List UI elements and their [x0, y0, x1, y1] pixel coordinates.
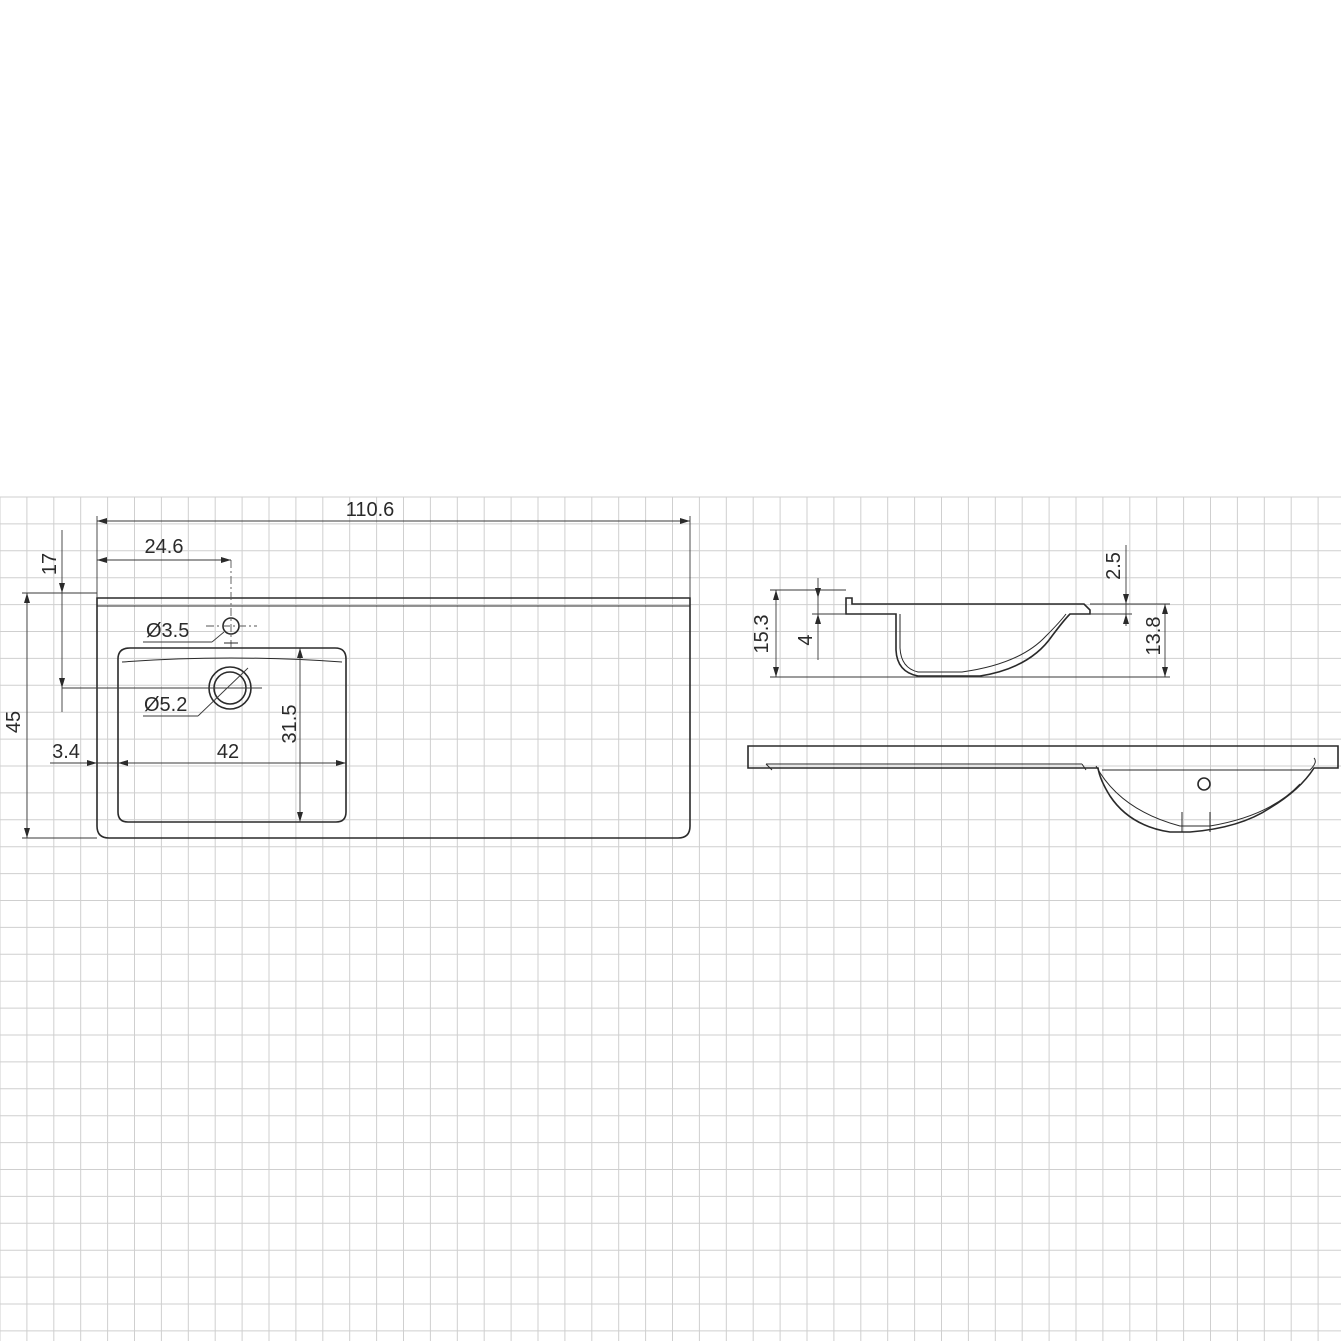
arrow	[24, 828, 30, 838]
arrow	[680, 518, 690, 524]
label-left-margin: 3.4	[52, 741, 80, 763]
front-shelf-end	[1081, 763, 1087, 771]
arrow	[97, 557, 107, 563]
arrow	[1123, 614, 1129, 624]
arrow	[773, 667, 779, 677]
arrow	[815, 614, 821, 624]
arrow	[59, 583, 65, 593]
arrow	[1123, 594, 1129, 604]
label-overall-width: 110.6	[346, 499, 395, 521]
arrow	[297, 812, 303, 822]
front-bowl-rim	[1102, 757, 1316, 771]
arrow	[815, 588, 821, 598]
arrow	[59, 678, 65, 688]
arrow	[297, 648, 303, 658]
front-bowl-inner	[1095, 765, 1301, 827]
side-view: 15.3 4 2.5 13.8	[751, 545, 1170, 678]
label-bowl-depth: 31.5	[279, 705, 301, 744]
arrow	[221, 557, 231, 563]
label-side-total: 15.3	[751, 615, 773, 654]
side-profile	[845, 597, 1091, 677]
top-view: 110.6 24.6 Ø3.5 Ø5.2 3.4 42 31.5 45	[3, 499, 691, 839]
label-overall-depth: 45	[3, 711, 25, 733]
arrow	[1162, 667, 1168, 677]
leader-tap	[211, 631, 225, 643]
countertop-outline	[96, 597, 691, 839]
label-side-bowl: 13.8	[1143, 617, 1165, 656]
grid	[0, 496, 1341, 1341]
basin-bowl	[117, 647, 347, 823]
label-tap-offset: 24.6	[145, 536, 184, 558]
front-view	[747, 745, 1339, 833]
label-drain-from-back: 17	[39, 553, 61, 575]
arrow	[24, 593, 30, 603]
label-side-splash: 2.5	[1103, 552, 1125, 580]
arrow	[773, 590, 779, 600]
basin-rim-line	[121, 657, 343, 663]
label-side-rim: 4	[795, 634, 817, 645]
label-drain-diameter: Ø5.2	[144, 694, 187, 716]
label-bowl-width: 42	[217, 741, 239, 763]
arrow	[336, 760, 346, 766]
side-bowl-inner	[899, 613, 1067, 673]
leader-drain	[197, 667, 249, 717]
front-profile	[747, 745, 1339, 833]
label-tap-diameter: Ø3.5	[146, 620, 189, 642]
arrow	[87, 760, 97, 766]
arrow	[97, 518, 107, 524]
arrow	[118, 760, 128, 766]
arrow	[1162, 604, 1168, 614]
front-tap-hole	[1197, 777, 1211, 791]
front-shelf-end	[765, 763, 773, 771]
